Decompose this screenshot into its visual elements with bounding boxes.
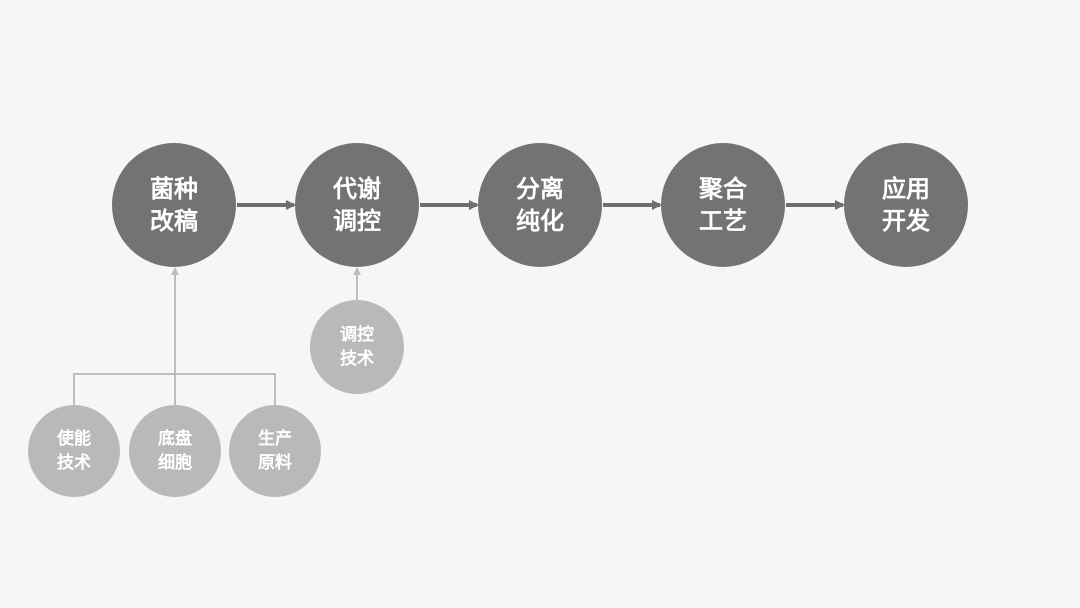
support-raw-material: 生产 原料 bbox=[229, 405, 321, 497]
support-enabling-tech: 使能 技术 bbox=[28, 405, 120, 497]
support-label-line2: 技术 bbox=[340, 349, 374, 369]
support-chassis-cell: 底盘 细胞 bbox=[129, 405, 221, 497]
support-label-line1: 生产 bbox=[258, 429, 292, 449]
support-label-line1: 底盘 bbox=[158, 429, 192, 449]
support-metabolic-control-tech: 调控 技术 bbox=[310, 300, 404, 394]
support-label-line2: 原料 bbox=[258, 453, 292, 473]
support-label-line2: 细胞 bbox=[158, 453, 192, 473]
support-label-line1: 调控 bbox=[340, 325, 374, 345]
step-label-line2: 改稿 bbox=[150, 207, 198, 235]
step-label-line2: 工艺 bbox=[699, 207, 747, 235]
step-label-line1: 应用 bbox=[882, 175, 930, 203]
step-polymerization-process: 聚合 工艺 bbox=[661, 143, 785, 267]
step-metabolic-regulation: 代谢 调控 bbox=[295, 143, 419, 267]
step-label-line1: 代谢 bbox=[333, 175, 381, 203]
step-label-line2: 开发 bbox=[882, 207, 930, 235]
step-strain-modification: 菌种 改稿 bbox=[112, 143, 236, 267]
step-label-line2: 纯化 bbox=[516, 207, 564, 235]
step-label-line2: 调控 bbox=[333, 207, 381, 235]
step-separation-purification: 分离 纯化 bbox=[478, 143, 602, 267]
step-application-development: 应用 开发 bbox=[844, 143, 968, 267]
support-label-line1: 使能 bbox=[57, 429, 91, 449]
step-label-line1: 聚合 bbox=[699, 175, 747, 203]
support-label-line2: 技术 bbox=[57, 453, 91, 473]
step-label-line1: 分离 bbox=[516, 175, 564, 203]
step-label-line1: 菌种 bbox=[150, 175, 198, 203]
